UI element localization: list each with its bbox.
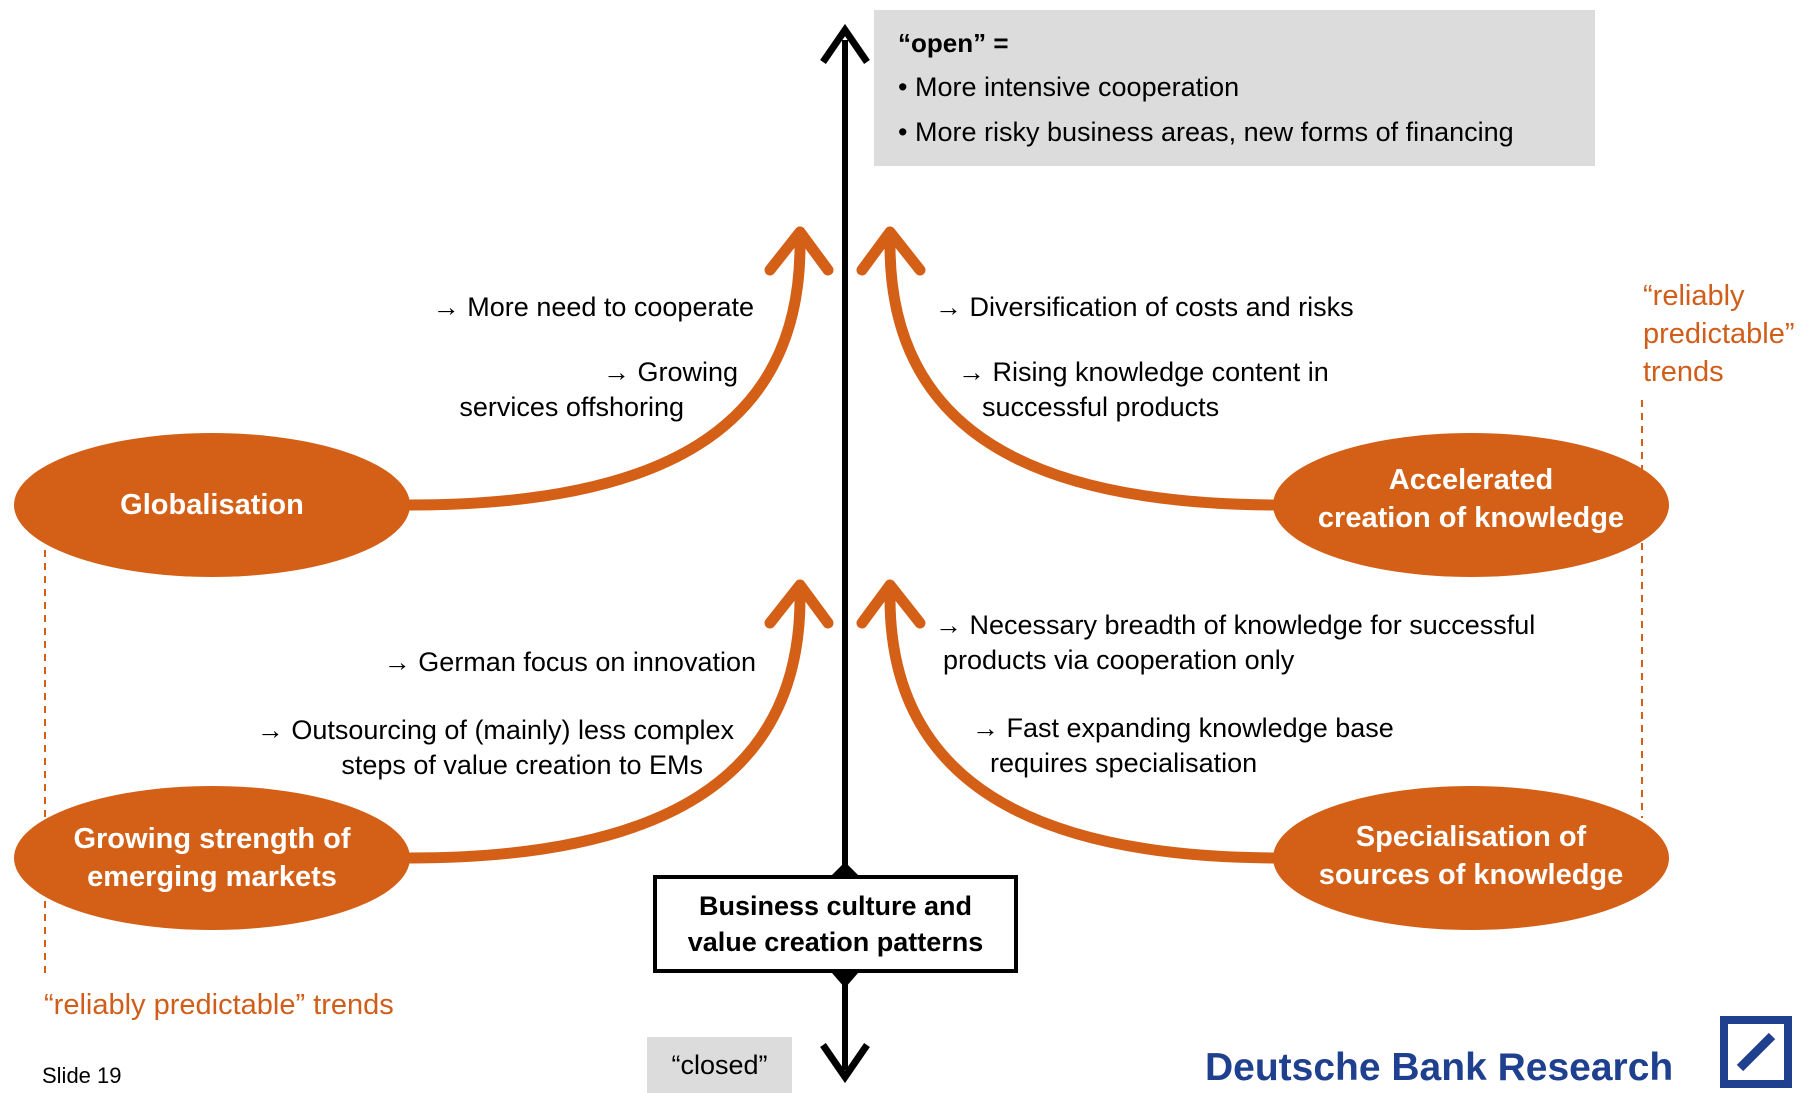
- label-specialisation-line2: sources of knowledge: [1318, 859, 1624, 891]
- text-outsourcing-line2: steps of value creation to EMs: [341, 750, 703, 780]
- label-accelerated-line2: creation of knowledge: [1317, 502, 1625, 534]
- down-arrowhead: [820, 1043, 870, 1084]
- slide-number: Slide 19: [42, 1063, 122, 1088]
- axis-diamond-bottom: [832, 973, 858, 988]
- closed-label: “closed”: [671, 1049, 768, 1080]
- label-emerging-line2: emerging markets: [87, 861, 337, 893]
- text-growing-line2: services offshoring: [459, 392, 684, 422]
- ellipse-accelerated: [1273, 433, 1669, 577]
- business-culture-line1: Business culture and: [698, 891, 973, 921]
- curve-emerging: [404, 592, 806, 864]
- axis-diamond-top: [832, 862, 858, 875]
- brand-name: Deutsche Bank Research: [1205, 1046, 1674, 1089]
- business-culture-line2: value creation patterns: [687, 927, 984, 957]
- text-rising-knowledge-line2: successful products: [982, 392, 1220, 422]
- open-title: “open” =: [898, 28, 1009, 58]
- label-specialisation: Specialisation of sources of knowledge: [1273, 818, 1669, 894]
- open-definition-box: “open” = • More intensive cooperation • …: [874, 10, 1595, 166]
- curve-accelerated: [884, 239, 1286, 511]
- right-reliably-predictable-note: “reliably predictable” trends: [1643, 277, 1795, 391]
- ellipse-emerging: [14, 786, 410, 930]
- text-outsourcing-line1: → Outsourcing of (mainly) less complex: [256, 715, 734, 745]
- right-note-line1: “reliably: [1643, 280, 1745, 312]
- label-globalisation: Globalisation: [120, 489, 304, 521]
- text-growing-line1: → Growing: [602, 357, 738, 387]
- text-fast-expanding-line1: → Fast expanding knowledge base: [972, 713, 1394, 743]
- text-necessary-breadth-line1: → Necessary breadth of knowledge for suc…: [935, 610, 1536, 640]
- text-rising-knowledge-line1: → Rising knowledge content in: [958, 357, 1329, 387]
- label-accelerated-creation: Accelerated creation of knowledge: [1273, 461, 1669, 537]
- arrowhead-emerging: [764, 579, 834, 629]
- curve-globalisation: [404, 239, 806, 511]
- ellipse-globalisation: [14, 433, 410, 577]
- right-note-line3: trends: [1643, 356, 1724, 388]
- business-culture-box: Business culture and value creation patt…: [653, 875, 1018, 973]
- text-more-need-to-cooperate: → More need to cooperate: [432, 292, 754, 322]
- open-bullet-2: • More risky business areas, new forms o…: [898, 117, 1514, 147]
- label-emerging-markets: Growing strength of emerging markets: [14, 820, 410, 896]
- arrowhead-specialisation: [856, 579, 926, 629]
- arrowhead-globalisation: [764, 226, 834, 276]
- text-necessary-breadth-line2: products via cooperation only: [943, 645, 1295, 675]
- deutsche-bank-logo-icon: [1720, 1016, 1792, 1088]
- right-note-line2: predictable”: [1643, 318, 1795, 350]
- text-german-focus: → German focus on innovation: [383, 647, 756, 677]
- open-bullet-1: • More intensive cooperation: [898, 72, 1240, 102]
- label-emerging-line1: Growing strength of: [73, 823, 351, 855]
- ellipse-specialisation: [1273, 786, 1669, 930]
- arrowhead-accelerated: [856, 226, 926, 276]
- label-accelerated-line1: Accelerated: [1388, 464, 1554, 496]
- curve-specialisation: [884, 592, 1286, 864]
- label-specialisation-line1: Specialisation of: [1355, 821, 1587, 853]
- closed-label-box: “closed”: [647, 1037, 792, 1093]
- text-diversification: → Diversification of costs and risks: [935, 292, 1354, 322]
- text-fast-expanding-line2: requires specialisation: [990, 748, 1258, 778]
- left-reliably-predictable-note: “reliably predictable” trends: [44, 989, 394, 1021]
- up-arrowhead: [820, 23, 870, 64]
